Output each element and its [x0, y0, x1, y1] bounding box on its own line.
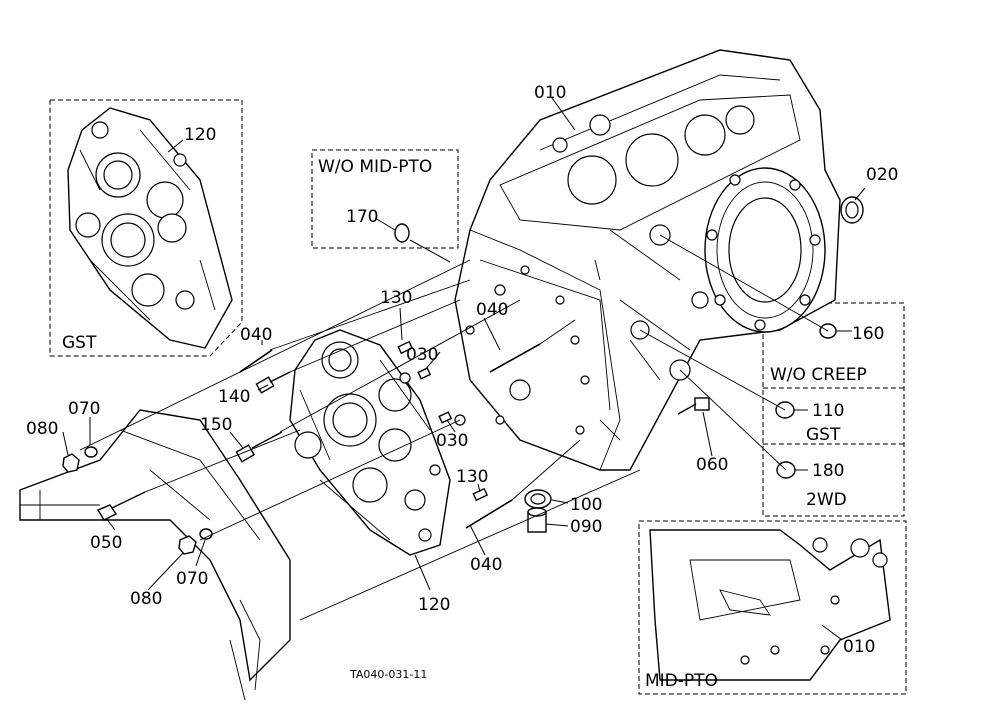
label-010-top: 010 — [534, 83, 566, 103]
label-050: 050 — [90, 533, 122, 553]
label-040-mid: 040 — [476, 300, 508, 320]
pin-130-low — [472, 487, 489, 502]
mid-pto-housing — [649, 529, 891, 681]
label-100: 100 — [570, 495, 602, 515]
seal-100 — [524, 489, 552, 509]
plug-170 — [394, 223, 410, 243]
label-170: 170 — [346, 207, 378, 227]
pin-030-b — [438, 411, 453, 424]
stud-040-low — [465, 499, 513, 529]
front-cover-plate — [289, 329, 451, 556]
label-120-gst: 120 — [184, 125, 216, 145]
bolt-140 — [255, 371, 291, 394]
label-150: 150 — [200, 415, 232, 435]
washer-070-top — [84, 446, 98, 458]
label-140: 140 — [218, 387, 250, 407]
label-130-top: 130 — [380, 288, 412, 308]
stud-040-mid — [489, 343, 541, 373]
label-wo-mid-pto: W/O MID-PTO — [318, 157, 432, 177]
mid-pto-inset-box — [638, 520, 907, 695]
label-090: 090 — [570, 517, 602, 537]
label-080-top: 080 — [26, 419, 58, 439]
label-gst-box: GST — [62, 333, 97, 353]
label-110: 110 — [812, 401, 844, 421]
plug-090 — [527, 507, 547, 533]
label-2wd: 2WD — [806, 490, 847, 510]
label-040-low: 040 — [470, 555, 502, 575]
oil-seal-020 — [840, 196, 864, 224]
label-070-top: 070 — [68, 399, 100, 419]
front-frame-bracket — [19, 409, 291, 701]
nut-080-low — [178, 535, 197, 555]
transmission-case — [454, 49, 841, 471]
label-160: 160 — [852, 324, 884, 344]
label-060: 060 — [696, 455, 728, 475]
bolt-060 — [677, 397, 710, 415]
gst-inset-box — [49, 99, 243, 357]
pin-030-a — [417, 367, 432, 380]
bolt-050 — [96, 491, 146, 521]
pin-130-top — [397, 340, 414, 355]
wo-mid-pto-box — [311, 149, 459, 249]
nut-080-top — [62, 453, 80, 473]
gst-cover-plate — [67, 107, 233, 349]
wo-creep-box — [762, 302, 905, 517]
label-gst-small: GST — [806, 425, 841, 445]
label-180: 180 — [812, 461, 844, 481]
label-wo-creep: W/O CREEP — [770, 365, 867, 385]
label-070-low: 070 — [176, 569, 208, 589]
label-120-low: 120 — [418, 595, 450, 615]
label-020: 020 — [866, 165, 898, 185]
label-010-low: 010 — [843, 637, 875, 657]
label-mid-pto: MID-PTO — [645, 671, 718, 691]
stud-040-left — [239, 349, 273, 373]
reference-code: TA040-031-11 — [349, 668, 427, 681]
bolt-150 — [235, 431, 283, 463]
leader-lines — [62, 97, 866, 641]
label-030-a: 030 — [406, 345, 438, 365]
label-040-left: 040 — [240, 325, 272, 345]
label-130-low: 130 — [456, 467, 488, 487]
label-080-low: 080 — [130, 589, 162, 609]
label-030-b: 030 — [436, 431, 468, 451]
